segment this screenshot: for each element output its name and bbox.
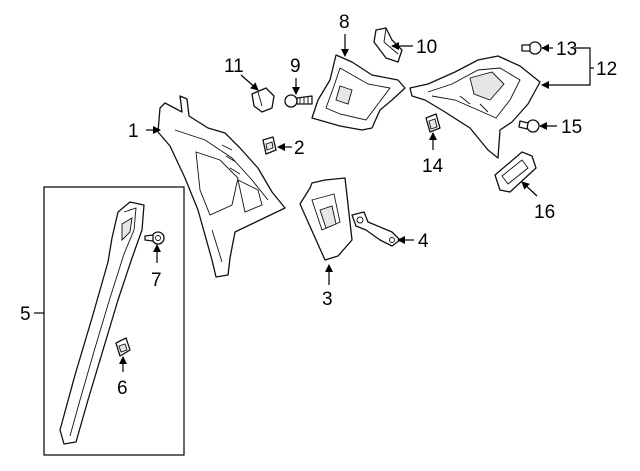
part-14-clip [425,113,441,133]
callout-2: 2 [294,138,305,159]
callout-10: 10 [416,37,437,58]
callout-4: 4 [418,231,429,252]
part-5-long-trim [59,201,145,445]
part-7-push-pin [144,231,165,245]
callout-9: 9 [290,56,301,77]
callout-15: 15 [561,117,582,138]
part-6-clip [115,337,131,357]
part-1-pillar-trim [157,95,286,278]
callout-13: 13 [556,39,577,60]
part-16-cover [494,151,537,193]
part-8-upper-panel [311,54,406,131]
part-4-arm [351,211,401,247]
callout-11: 11 [224,56,244,77]
callout-16: 16 [534,202,555,223]
inset-box [43,186,185,456]
callout-1: 1 [128,121,139,142]
callout-3: 3 [322,289,333,310]
callout-5: 5 [20,304,31,325]
part-15-push-pin [518,119,540,133]
part-2-clip [262,136,277,155]
callout-14: 14 [422,156,444,177]
part-12-rear-trim [409,55,541,159]
part-9-screw [284,94,313,108]
part-10-block [373,27,403,63]
part-13-push-pin [521,41,542,55]
callout-6: 6 [117,378,128,399]
leader-lines [34,34,594,372]
callout-12: 12 [596,59,617,80]
callout-8: 8 [339,12,350,33]
callout-labels: 1 2 3 4 5 6 7 8 9 10 11 12 13 14 15 16 [20,12,617,399]
part-11-clip [251,87,275,113]
part-3-bracket [299,177,353,261]
callout-7: 7 [151,270,162,291]
